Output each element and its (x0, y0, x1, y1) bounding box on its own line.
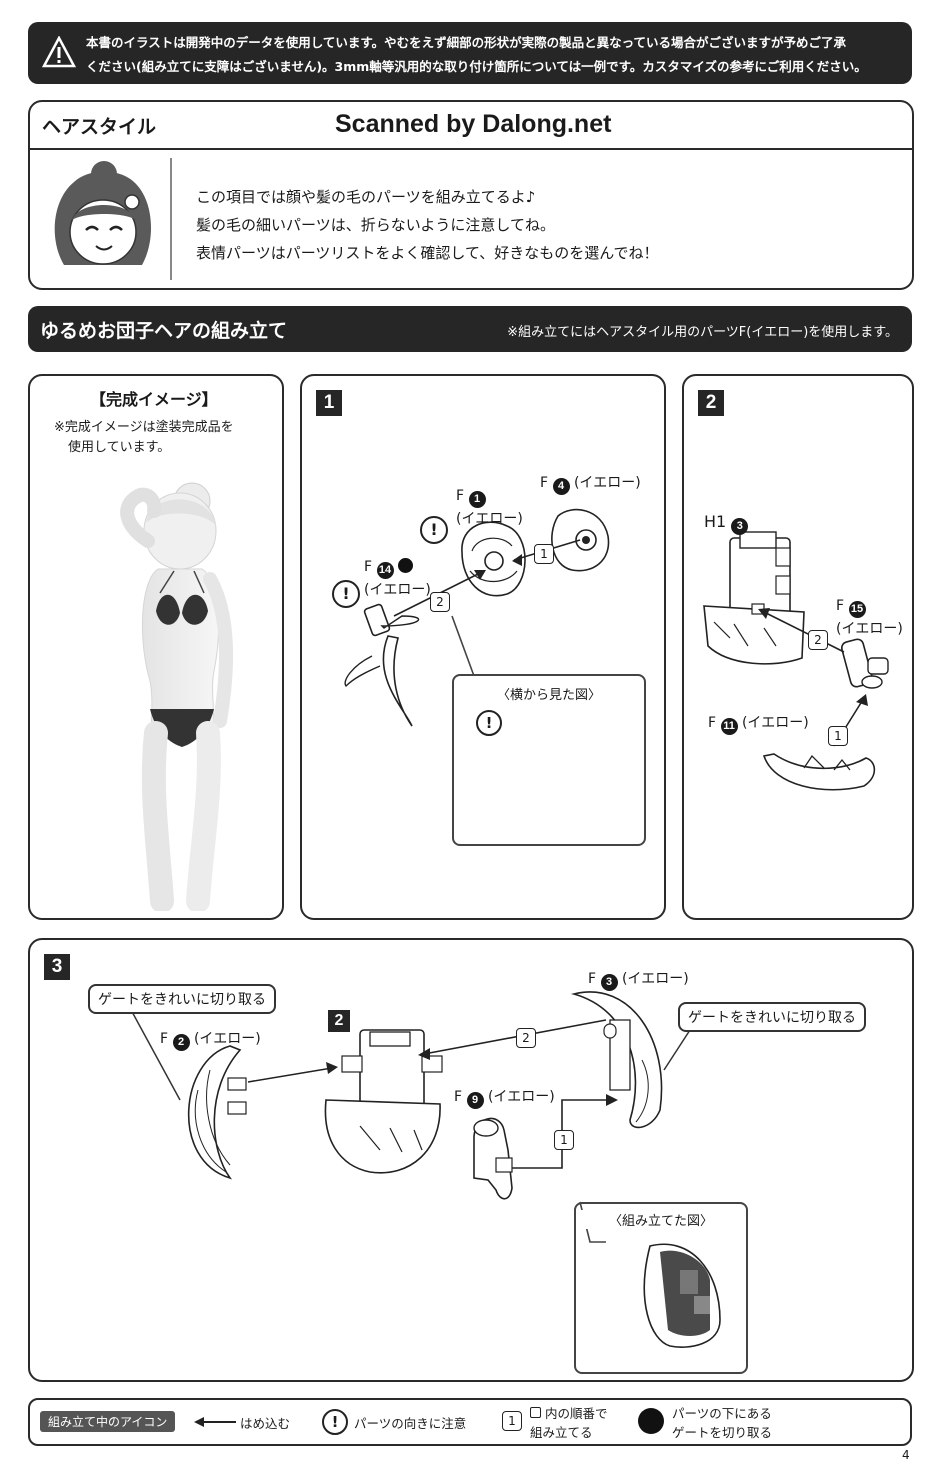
hex-outline-icon (530, 1407, 541, 1418)
complete-image-title: 【完成イメージ】 (90, 390, 218, 409)
section-note: ※組み立てにはヘアスタイル用のパーツF(イエロー)を使用します。 (507, 325, 898, 340)
part-f1-label: F 1 (イエロー) (456, 488, 523, 528)
order-hex-icon: 1 (502, 1411, 522, 1431)
part-f2-letter: F (160, 1031, 169, 1047)
hairstyle-title: ヘアスタイル (42, 116, 157, 138)
caution-icon: ! (322, 1409, 348, 1435)
part-f15-label: F 15 (イエロー) (836, 598, 903, 638)
order-badge-1: 1 (534, 544, 554, 564)
legend-cut-line-2: ゲートを切り取る (672, 1425, 773, 1440)
part-f3-letter: F (588, 971, 597, 987)
part-f11-number: 11 (720, 718, 738, 735)
part-f15-letter: F (836, 598, 845, 614)
legend-order-line-2: 組み立てる (530, 1425, 593, 1440)
hairstyle-intro-line-1: この項目では顔や髪の毛のパーツを組み立てるよ♪ (196, 188, 536, 206)
order-badge-1: 1 (554, 1130, 574, 1150)
part-f9-color: (イエロー) (487, 1089, 555, 1105)
part-f14-number: 14 (376, 562, 394, 579)
legend-order-line-1: 内の順番で (530, 1403, 608, 1422)
caution-icon: ! (332, 580, 360, 608)
part-f14-label: F 14 (イエロー) (364, 558, 431, 599)
gate-cut-icon (638, 1408, 664, 1434)
step-3-number: 3 (44, 954, 70, 980)
hairstyle-vertical-divider (170, 158, 172, 280)
part-f4-letter: F (540, 475, 549, 491)
side-view-title: 〈横から見た図〉 (496, 688, 601, 703)
hairstyle-panel: ヘアスタイル Scanned by Dalong.net この項目では顔や髪の毛… (28, 100, 914, 290)
part-f11-letter: F (708, 715, 717, 731)
notice-line-1: 本書のイラストは開発中のデータを使用しています。やむをえず細部の形状が実際の製品… (86, 35, 847, 50)
watermark-text: Scanned by Dalong.net (335, 110, 612, 138)
gate-cut-icon (397, 558, 413, 573)
part-f4-number: 4 (552, 478, 570, 495)
notice-bar: 本書のイラストは開発中のデータを使用しています。やむをえず細部の形状が実際の製品… (28, 22, 912, 84)
arrow-left-icon (194, 1417, 236, 1427)
assembled-view-title: 〈組み立てた図〉 (576, 1210, 746, 1229)
step-1-number: 1 (316, 390, 342, 416)
part-f4-color: (イエロー) (573, 475, 641, 491)
part-f2-number: 2 (172, 1034, 190, 1051)
legend-cut-line-1: パーツの下にある (672, 1406, 772, 1421)
part-f9-number: 9 (466, 1092, 484, 1109)
part-f3-number: 3 (600, 974, 618, 991)
hairstyle-intro-line-3: 表情パーツはパーツリストをよく確認して、好きなものを選んでね！ (196, 244, 659, 262)
notice-line-2: ください(組み立てに支障はございません)。3mm軸等汎用的な取り付け箇所について… (86, 59, 867, 74)
caution-icon: ! (420, 516, 448, 544)
complete-image-note-2: 使用しています。 (68, 440, 171, 455)
part-f14-color: (イエロー) (364, 582, 431, 598)
part-f2-color: (イエロー) (193, 1031, 261, 1047)
part-f2-label: F 2 (イエロー) (160, 1028, 261, 1051)
part-f15-color: (イエロー) (836, 621, 903, 637)
part-h1-label: H1 3 (704, 512, 749, 535)
part-f3-color: (イエロー) (621, 971, 689, 987)
legend-bar: 組み立て中のアイコン はめ込む ! パーツの向きに注意 1 内の順番で 組み立て… (28, 1398, 912, 1446)
step-2-diagram (703, 531, 889, 791)
part-f11-color: (イエロー) (741, 715, 809, 731)
part-f3-label: F 3 (イエロー) (588, 968, 689, 991)
order-badge-2: 2 (808, 630, 828, 650)
part-f11-label: F 11 (イエロー) (708, 712, 809, 735)
side-view-box: 〈横から見た図〉 ! (452, 674, 646, 846)
step-2-number: 2 (698, 390, 724, 416)
order-badge-2: 2 (516, 1028, 536, 1048)
order-badge-2: 2 (430, 592, 450, 612)
legend-insert: はめ込む (240, 1416, 291, 1431)
part-f1-color: (イエロー) (456, 511, 523, 527)
part-f14-letter: F (364, 559, 373, 575)
gate-callout-right: ゲートをきれいに切り取る (678, 1002, 866, 1032)
complete-image-note-1: ※完成イメージは塗装完成品を (54, 420, 234, 435)
figure-image (120, 482, 233, 911)
part-f9-label: F 9 (イエロー) (454, 1086, 555, 1109)
page-number: 4 (902, 1448, 910, 1462)
complete-image-panel: 【完成イメージ】 ※完成イメージは塗装完成品を 使用しています。 (28, 374, 284, 920)
part-f9-letter: F (454, 1089, 463, 1105)
part-f1-number: 1 (468, 491, 486, 508)
legend-title: 組み立て中のアイコン (40, 1411, 176, 1432)
legend-order-text-1: 内の順番で (544, 1406, 608, 1421)
warning-icon (42, 36, 76, 68)
part-f1-letter: F (456, 488, 465, 504)
hairstyle-intro-line-2: 髪の毛の細いパーツは、折らないように注意してね。 (196, 216, 555, 234)
step-2-reference-badge: 2 (328, 1010, 350, 1032)
gate-callout-left: ゲートをきれいに切り取る (88, 984, 276, 1014)
legend-caution: パーツの向きに注意 (354, 1416, 467, 1431)
part-f4-label: F 4 (イエロー) (540, 472, 641, 495)
step-3-panel: 3 (28, 938, 914, 1382)
section-title: ゆるめお団子ヘアの組み立て (40, 320, 288, 342)
part-f15-number: 15 (848, 601, 866, 618)
hairstyle-divider (30, 148, 912, 150)
step-1-panel: 1 F 1 (イエロー) F (300, 374, 666, 920)
section-bar: ゆるめお団子ヘアの組み立て ※組み立てにはヘアスタイル用のパーツF(イエロー)を… (28, 306, 912, 352)
caution-icon: ! (476, 710, 502, 736)
mascot-face-icon (54, 161, 152, 265)
part-h1-letter: H1 (704, 512, 727, 531)
part-h1-number: 3 (731, 518, 749, 535)
step-2-panel: 2 H1 3 F 15 (イエロー) F 11 (イエロー) 2 (682, 374, 914, 920)
assembled-view-box: 〈組み立てた図〉 (574, 1202, 748, 1374)
step-3-diagram (129, 991, 721, 1348)
order-badge-1: 1 (828, 726, 848, 746)
